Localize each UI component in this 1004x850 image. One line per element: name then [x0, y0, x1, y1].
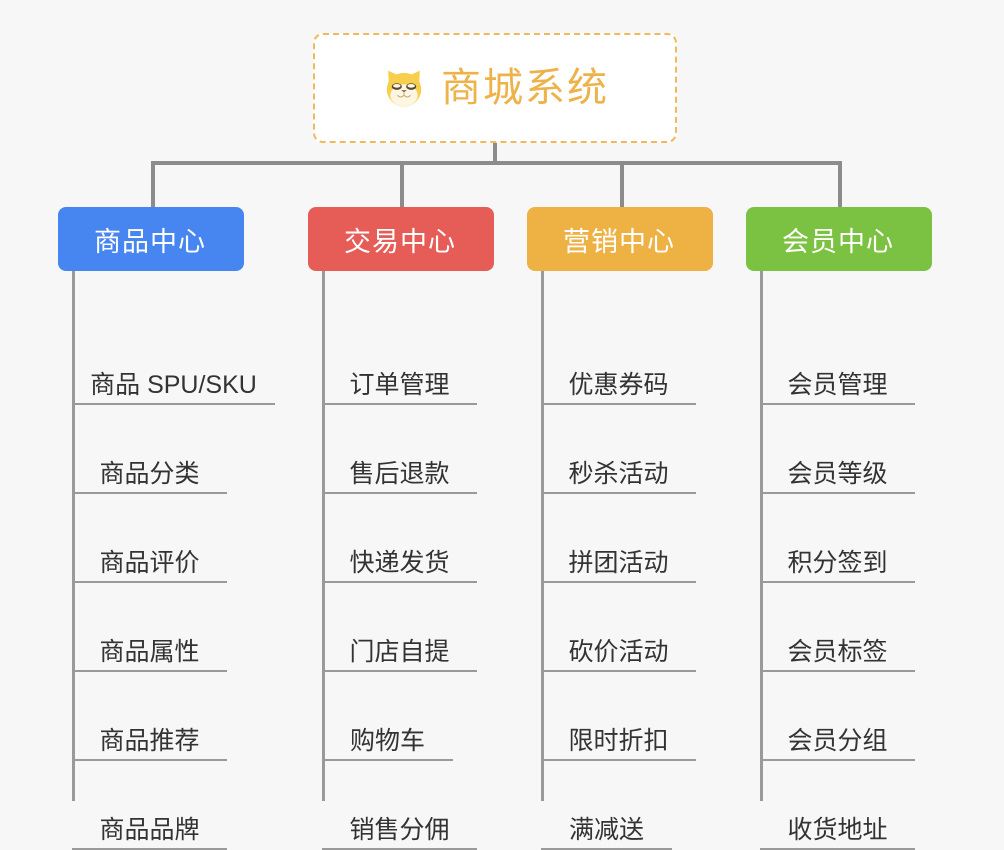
- leaf-item[interactable]: 订单管理: [322, 316, 477, 405]
- leaf-item[interactable]: 会员标签: [760, 583, 915, 672]
- connector-root-stem: [493, 143, 497, 163]
- leaf-label: 售后退款: [349, 459, 450, 488]
- category-label-3: 营销中心: [563, 226, 675, 257]
- category-label-2: 交易中心: [344, 226, 456, 257]
- leaf-item[interactable]: 优惠券码: [541, 316, 696, 405]
- connector-drop-2: [400, 161, 404, 207]
- leaf-label: 砍价活动: [568, 637, 669, 666]
- leaf-label: 商品属性: [99, 637, 200, 666]
- leaf-label: 会员等级: [787, 459, 888, 488]
- category-header-1[interactable]: 商品中心: [58, 207, 244, 271]
- leaf-item[interactable]: 拼团活动: [541, 494, 696, 583]
- trunk-line-1: [72, 271, 75, 801]
- leaf-item[interactable]: 积分签到: [760, 494, 915, 583]
- connector-drop-3: [620, 161, 624, 207]
- leaf-item[interactable]: 售后退款: [322, 405, 477, 494]
- leaf-label: 商品推荐: [99, 726, 200, 755]
- shiba-dog-face-icon: [386, 70, 422, 108]
- leaf-label: 会员分组: [787, 726, 888, 755]
- leaf-label: 商品 SPU/SKU: [90, 370, 257, 399]
- connector-horizontal-bus: [151, 161, 842, 165]
- leaf-item[interactable]: 收货地址: [760, 761, 915, 850]
- leaf-item[interactable]: 限时折扣: [541, 672, 696, 761]
- leaf-label: 商品评价: [99, 548, 200, 577]
- leaf-label: 门店自提: [349, 637, 450, 666]
- leaf-label: 拼团活动: [568, 548, 669, 577]
- leaf-label: 购物车: [349, 726, 425, 755]
- root-node[interactable]: 商城系统: [313, 33, 677, 143]
- leaf-label: 优惠券码: [568, 370, 669, 399]
- leaf-item[interactable]: 商品分类: [72, 405, 227, 494]
- leaf-item[interactable]: 购物车: [322, 672, 453, 761]
- trunk-line-4: [760, 271, 763, 801]
- leaf-label: 销售分佣: [349, 815, 450, 844]
- connector-drop-1: [151, 161, 155, 207]
- leaf-label: 会员管理: [787, 370, 888, 399]
- category-label-4: 会员中心: [782, 226, 894, 257]
- leaf-item[interactable]: 门店自提: [322, 583, 477, 672]
- leaf-label: 秒杀活动: [568, 459, 669, 488]
- leaf-item[interactable]: 销售分佣: [322, 761, 477, 850]
- leaf-item[interactable]: 商品评价: [72, 494, 227, 583]
- trunk-line-2: [322, 271, 325, 801]
- leaf-label: 限时折扣: [568, 726, 669, 755]
- category-header-2[interactable]: 交易中心: [308, 207, 494, 271]
- leaf-item[interactable]: 商品推荐: [72, 672, 227, 761]
- leaf-item[interactable]: 会员等级: [760, 405, 915, 494]
- leaf-item[interactable]: 会员分组: [760, 672, 915, 761]
- leaf-label: 商品品牌: [99, 815, 200, 844]
- leaf-item[interactable]: 会员管理: [760, 316, 915, 405]
- leaf-label: 会员标签: [787, 637, 888, 666]
- leaf-item[interactable]: 满减送: [541, 761, 672, 850]
- leaf-label: 快递发货: [349, 548, 450, 577]
- trunk-line-3: [541, 271, 544, 801]
- leaf-label: 满减送: [568, 815, 644, 844]
- leaf-label: 收货地址: [787, 815, 888, 844]
- leaf-item[interactable]: 秒杀活动: [541, 405, 696, 494]
- category-header-3[interactable]: 营销中心: [527, 207, 713, 271]
- leaf-item[interactable]: 商品 SPU/SKU: [72, 316, 275, 405]
- leaf-label: 积分签到: [787, 548, 888, 577]
- category-label-1: 商品中心: [94, 226, 206, 257]
- connector-drop-4: [838, 161, 842, 207]
- leaf-label: 订单管理: [349, 370, 450, 399]
- leaf-item[interactable]: 快递发货: [322, 494, 477, 583]
- root-title: 商城系统: [441, 66, 609, 110]
- leaf-item[interactable]: 商品品牌: [72, 761, 227, 850]
- leaf-item[interactable]: 砍价活动: [541, 583, 696, 672]
- category-header-4[interactable]: 会员中心: [746, 207, 932, 271]
- leaf-label: 商品分类: [99, 459, 200, 488]
- leaf-item[interactable]: 商品属性: [72, 583, 227, 672]
